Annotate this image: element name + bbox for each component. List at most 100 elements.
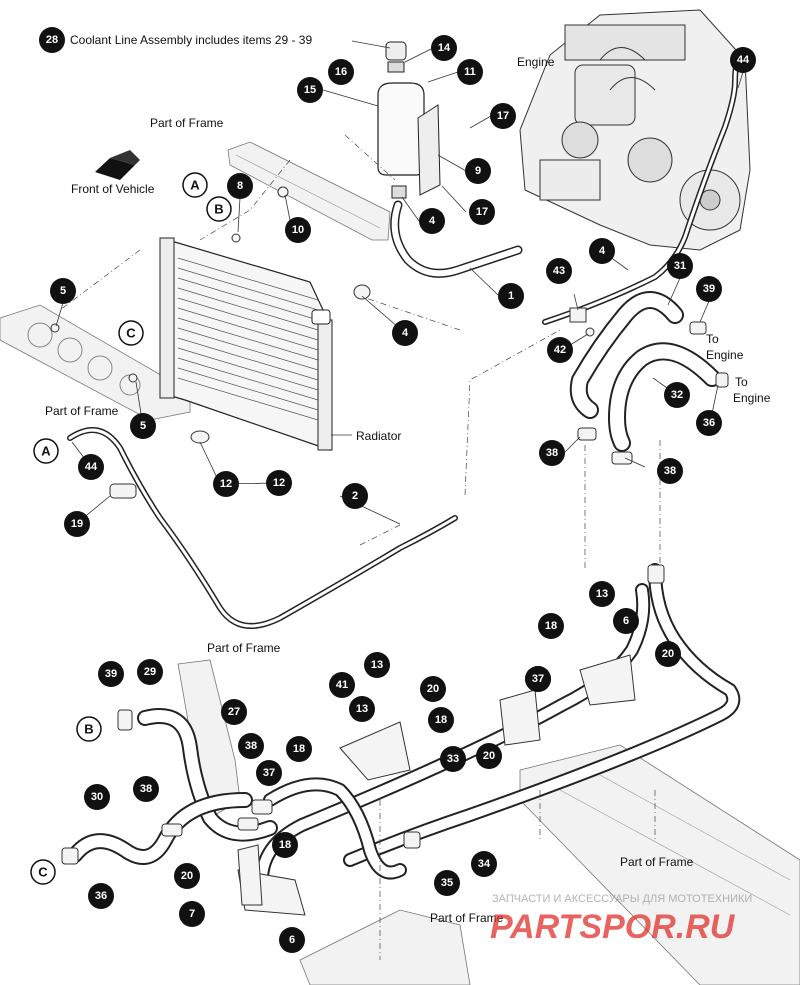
callout-circle (137, 659, 163, 685)
to-engine-label-1: Engine (706, 348, 744, 362)
callout-number: 41 (336, 679, 348, 691)
callout-number: 34 (478, 858, 491, 870)
callout-number: 18 (545, 620, 557, 632)
callout-6: 6 (613, 608, 639, 634)
callout-circle (696, 410, 722, 436)
callout-circle (98, 661, 124, 687)
part-of-frame-label-left: Part of Frame (45, 404, 119, 418)
callout-circle (349, 696, 375, 722)
callout-10: 10 (285, 217, 311, 243)
callout-number: 4 (599, 245, 606, 257)
callout-circle (440, 746, 466, 772)
callout-4: 4 (392, 320, 418, 346)
callout-badges: 1244455667891011121213131313141516171718… (50, 35, 756, 953)
callout-number: 20 (427, 683, 439, 695)
small-parts (50, 186, 729, 865)
callout-number: 1 (508, 290, 514, 302)
callout-circle (696, 276, 722, 302)
callout-36: 36 (88, 883, 114, 909)
callout-number: 2 (352, 490, 358, 502)
callout-39: 39 (696, 276, 722, 302)
letter-circle (182, 172, 208, 198)
callout-6: 6 (279, 927, 305, 953)
connection-letter-A: A (182, 172, 208, 198)
callout-circle (465, 158, 491, 184)
callout-18: 18 (272, 832, 298, 858)
callout-1: 1 (498, 283, 524, 309)
callout-13: 13 (589, 581, 615, 607)
callout-2: 2 (342, 483, 368, 509)
callout-30: 30 (84, 784, 110, 810)
engine-illustration (519, 9, 751, 251)
callout-4: 4 (419, 208, 445, 234)
callout-circle (434, 870, 460, 896)
callout-circle (664, 382, 690, 408)
callout-circle (471, 851, 497, 877)
callout-number: 6 (289, 934, 295, 946)
letter-circle (33, 438, 59, 464)
callout-12: 12 (213, 471, 239, 497)
part-of-frame-label-right: Part of Frame (620, 855, 694, 869)
callout-number: 13 (596, 588, 608, 600)
callout-circle (84, 784, 110, 810)
header-note-text: Coolant Line Assembly includes items 29 … (70, 33, 312, 47)
callout-circle (589, 238, 615, 264)
callout-number: 5 (60, 285, 66, 297)
callout-number: 20 (483, 750, 495, 762)
callout-19: 19 (64, 511, 90, 537)
callout-39: 39 (98, 661, 124, 687)
watermark: ЗАПЧАСТИ И АКСЕССУАРЫ ДЛЯ МОТОТЕХНИКИ PA… (490, 893, 752, 946)
callout-circle (272, 832, 298, 858)
callout-number: 5 (140, 420, 146, 432)
callout-circle (657, 458, 683, 484)
callout-38: 38 (657, 458, 683, 484)
callout-18: 18 (538, 613, 564, 639)
callout-circle (392, 320, 418, 346)
callout-20: 20 (174, 863, 200, 889)
radiator-label: Radiator (356, 429, 401, 443)
callout-number: 9 (475, 165, 481, 177)
callout-circle (457, 59, 483, 85)
callout-number: 4 (402, 327, 409, 339)
callout-circle (490, 103, 516, 129)
callout-11: 11 (457, 59, 483, 85)
callout-number: 42 (554, 344, 566, 356)
callout-13: 13 (349, 696, 375, 722)
callout-7: 7 (179, 901, 205, 927)
connection-letter-A: A (33, 438, 59, 464)
callout-circle (431, 35, 457, 61)
callout-number: 16 (335, 66, 347, 78)
callout-number: 15 (304, 84, 316, 96)
header-note: 28 Coolant Line Assembly includes items … (39, 27, 312, 53)
letter-text: C (126, 326, 136, 341)
callout-circle (285, 217, 311, 243)
callout-circle (50, 278, 76, 304)
callout-number: 19 (71, 518, 83, 530)
callout-35: 35 (434, 870, 460, 896)
callout-31: 31 (667, 253, 693, 279)
callout-number: 38 (245, 740, 257, 752)
coolant-reservoir (377, 41, 441, 199)
callout-number: 35 (441, 877, 453, 889)
callout-18: 18 (428, 707, 454, 733)
callout-number: 36 (703, 417, 715, 429)
callout-circle (469, 199, 495, 225)
callout-37: 37 (525, 666, 551, 692)
callout-32: 32 (664, 382, 690, 408)
callout-circle (88, 883, 114, 909)
frame-left-plate (0, 304, 191, 421)
callout-20: 20 (420, 676, 446, 702)
to-label-1: To (706, 332, 719, 346)
callout-number: 17 (476, 206, 488, 218)
callout-circle (419, 208, 445, 234)
connection-letter-C: C (118, 320, 144, 346)
callout-number: 37 (532, 673, 544, 685)
letter-circle (118, 320, 144, 346)
callout-leaders (55, 40, 744, 525)
callout-circle (286, 736, 312, 762)
callout-38: 38 (539, 440, 565, 466)
callout-43: 43 (546, 258, 572, 284)
callout-circle (730, 47, 756, 73)
